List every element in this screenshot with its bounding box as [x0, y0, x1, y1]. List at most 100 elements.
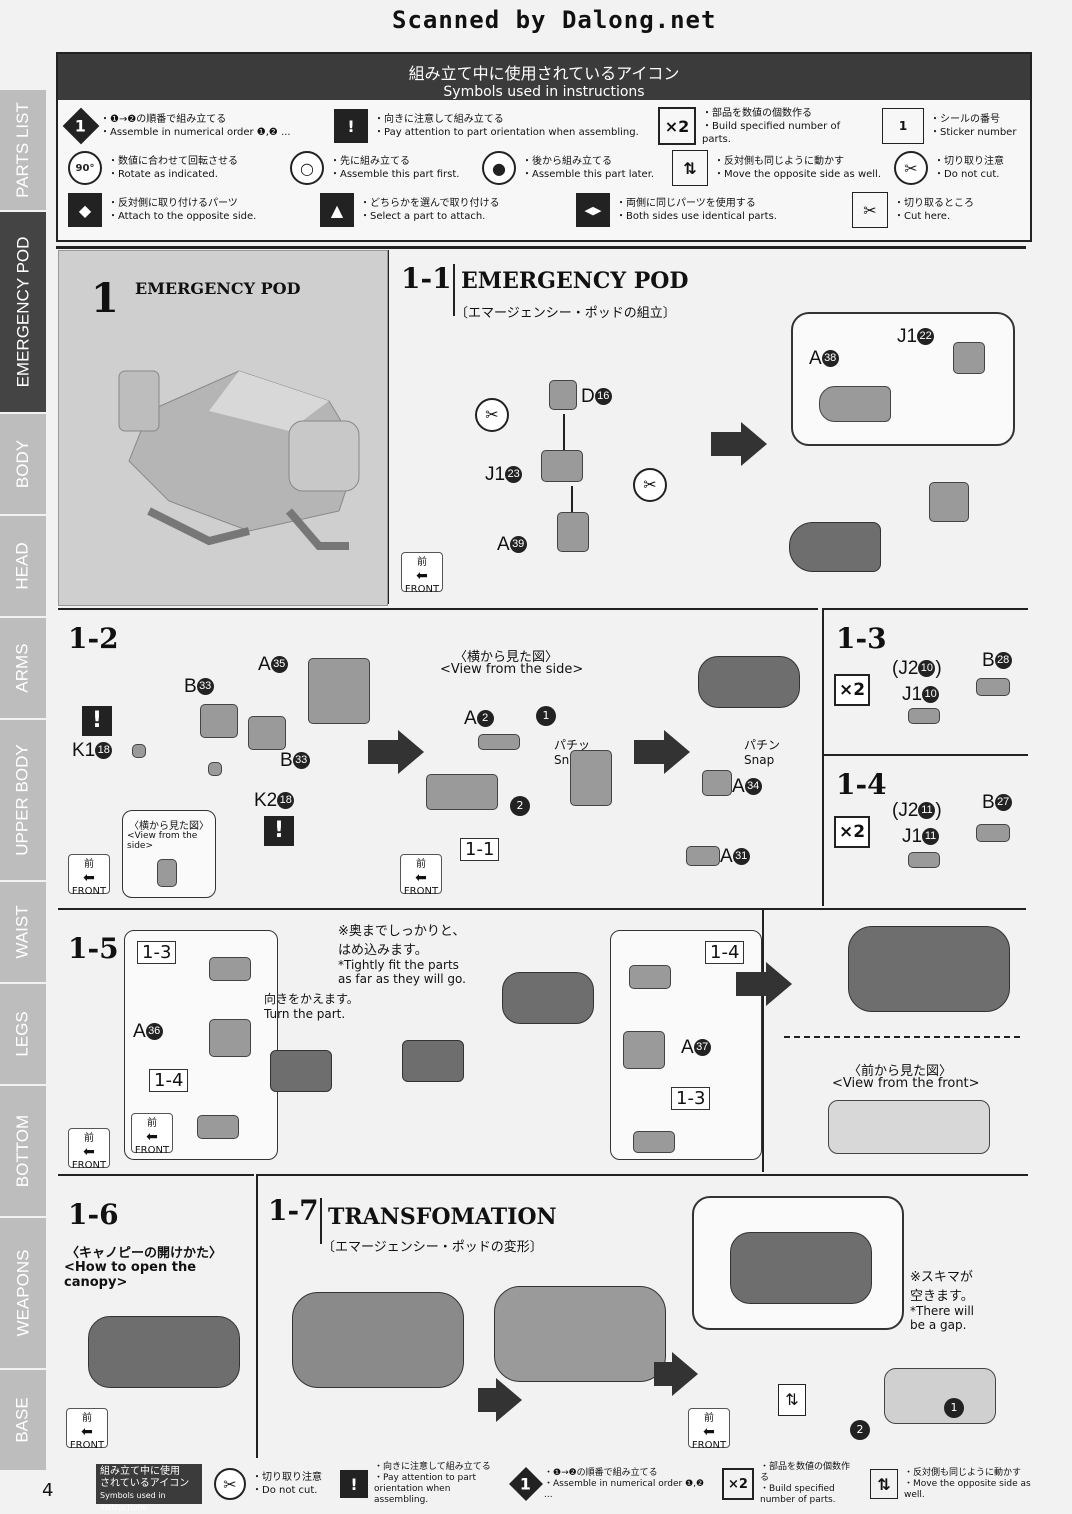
scan-credit: Scanned by Dalong.net — [392, 6, 717, 34]
tab-arms[interactable]: ARMS — [0, 618, 46, 720]
step-1-1-title: EMERGENCY POD — [461, 268, 689, 294]
symbol-text-jp: ・向きに注意して組み立てる — [374, 114, 504, 125]
canopy-label-en: <How to open the canopy> — [64, 1260, 197, 1290]
multiply-icon: ×2 — [658, 107, 696, 145]
symbol-later: ● ・後から組み立てる・Assemble this part later. — [476, 148, 666, 188]
order-2-icon: 2 — [510, 796, 530, 816]
footer-symbol-no-cut: ✂ ・切り取り注意・Do not cut. — [208, 1464, 334, 1504]
ref-tag-1-1: 1-1 — [460, 838, 500, 861]
title-divider — [320, 1198, 322, 1244]
part-k1 — [132, 744, 146, 758]
tab-upper-body[interactable]: UPPER BODY — [0, 720, 46, 882]
part-j1-22 — [953, 342, 985, 374]
symbol-orientation: ! ・向きに注意して組み立てる・Pay attention to part or… — [328, 106, 648, 146]
symbol-order: 1 ・❶→❷の順番で組み立てる・Assemble in numerical or… — [62, 106, 324, 146]
symbol-text-en: ・Assemble in numerical order ❶,❷ ... — [100, 127, 291, 138]
footer-symbol-order: 1 ・❶→❷の順番で組み立てる・Assemble in numerical or… — [508, 1464, 714, 1504]
step-1-1-subtitle: 〔エマージェンシー・ポッドの組立〕 — [455, 306, 676, 321]
part-a31 — [686, 846, 720, 866]
symbol-text-jp: ・部品を数値の個数作る — [702, 107, 812, 119]
symbols-title-en: Symbols used in instructions — [443, 84, 645, 100]
side-view-label-en: <View from the side> — [127, 831, 198, 851]
symbol-text-en: ・Assemble this part later. — [522, 169, 655, 180]
front-indicator: 前⬅FRONT — [131, 1113, 173, 1156]
do-not-cut-icon: ✂ — [214, 1468, 246, 1500]
step-arrow-head — [766, 962, 792, 1006]
front-indicator: 前⬅FRONT — [401, 552, 443, 595]
part-a37 — [623, 1031, 665, 1069]
step1-photo-panel: 1 EMERGENCY POD — [58, 250, 388, 606]
side-view-box: 〈横から見た図〉 <View from the side> — [122, 810, 216, 898]
symbol-text-en: ・Do not cut. — [934, 169, 1000, 180]
symbol-text-en: ・Pay attention to part orientation when … — [374, 1473, 476, 1505]
tab-weapons[interactable]: WEAPONS — [0, 1218, 46, 1370]
dashed-divider — [784, 1036, 1020, 1038]
symbol-text-jp: ・部品を数値の個数作る — [760, 1462, 851, 1483]
tab-legs[interactable]: LEGS — [0, 984, 46, 1086]
symbol-opposite-move: ⇅ ・反対側も同じように動かす・Move the opposite side a… — [666, 148, 886, 188]
tab-body[interactable]: BODY — [0, 414, 46, 516]
symbols-title: 組み立て中に使用されているアイコン Symbols used in instru… — [58, 54, 1030, 100]
symbol-text-jp: ・シールの番号 — [930, 114, 1000, 125]
turn-label: 向きをかえます。Turn the part. — [264, 992, 359, 1021]
step-arrow-head — [398, 730, 424, 774]
symbol-text-en: ・Both sides use identical parts. — [616, 211, 777, 222]
step-1-5-number: 1-5 — [68, 932, 119, 965]
rotate-icon: 90° — [68, 151, 102, 185]
symbol-text-jp: ・数値に合わせて回転させる — [108, 156, 238, 167]
symbol-no-cut: ✂ ・切り取り注意・Do not cut. — [888, 148, 1026, 188]
seat-part-j1-23 — [541, 450, 583, 482]
symbol-text-en: ・Pay attention to part orientation when … — [374, 127, 639, 138]
tab-head[interactable]: HEAD — [0, 516, 46, 618]
symbol-text-jp: ・向きに注意して組み立てる — [374, 1462, 491, 1472]
order-icon: 1 — [62, 107, 100, 145]
pod-body — [698, 656, 800, 708]
symbol-count: ×2 ・部品を数値の個数作る・Build specified number of… — [652, 106, 872, 146]
step-arrow-head — [664, 730, 690, 774]
symbol-text-jp: ・反対側も同じように動かす — [904, 1467, 1022, 1478]
page-number: 4 — [42, 1480, 54, 1501]
footer-symbol-mirror: ⇅ ・反対側も同じように動かす・Move the opposite side a… — [864, 1464, 1034, 1504]
part-a38 — [819, 386, 891, 422]
step-1-6-panel: 1-6 〈キャノピーの開けかた〉 <How to open the canopy… — [58, 1174, 254, 1458]
canopy-assembly — [789, 522, 881, 572]
step-arrow — [736, 972, 766, 996]
pod-body — [502, 972, 594, 1024]
tab-emergency-pod[interactable]: EMERGENCY POD — [0, 212, 46, 414]
part-b28 — [976, 678, 1010, 696]
tab-base[interactable]: BASE — [0, 1370, 46, 1472]
part-j1-11 — [908, 852, 940, 868]
front-indicator: 前⬅FRONT — [68, 1128, 110, 1171]
symbol-text-jp: ・後から組み立てる — [522, 156, 612, 167]
sticker-icon: 1 — [882, 108, 924, 144]
front-indicator: 前⬅FRONT — [68, 854, 110, 897]
part-a35 — [308, 658, 370, 724]
symbol-rotate: 90° ・数値に合わせて回転させる・Rotate as indicated. — [62, 148, 282, 188]
step-1-7-subtitle: 〔エマージェンシー・ポッドの変形〕 — [322, 1240, 543, 1255]
symbols-legend: 組み立て中に使用されているアイコン Symbols used in instru… — [56, 52, 1032, 242]
symbol-text-en: ・Move the opposite side as well. — [904, 1478, 1031, 1500]
part-b33 — [200, 704, 238, 738]
symbol-text-jp: ・切り取るところ — [894, 198, 974, 209]
symbol-first: ○ ・先に組み立てる・Assemble this part first. — [284, 148, 474, 188]
symbol-sticker: 1 ・シールの番号・Sticker number — [876, 106, 1026, 146]
symbol-text-en: ・Build specified number of parts. — [702, 120, 841, 145]
symbol-cut-here: ✂ ・切り取るところ・Cut here. — [846, 190, 1026, 230]
tab-waist[interactable]: WAIST — [0, 882, 46, 984]
tab-bottom[interactable]: BOTTOM — [0, 1086, 46, 1218]
mirror-move-icon: ⇅ — [778, 1384, 806, 1416]
tab-parts-list[interactable]: PARTS LIST — [0, 90, 46, 212]
